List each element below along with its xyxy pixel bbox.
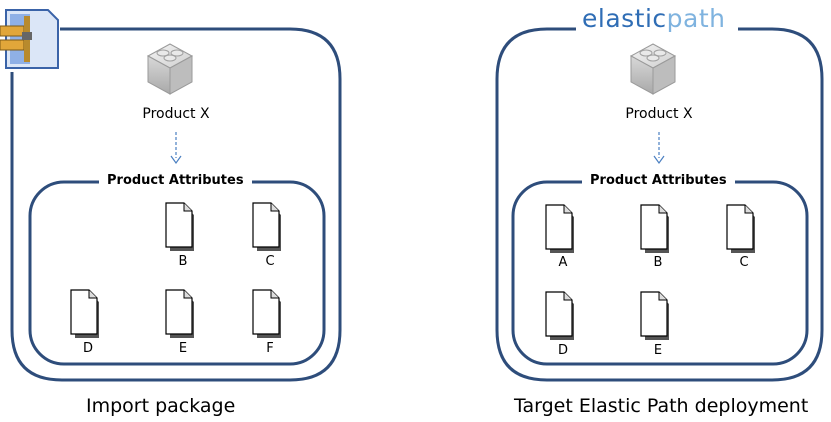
right-outer-container [495,27,824,382]
left-doc-icon-b [165,202,195,252]
right-doc-icon-b [640,204,670,254]
left-doc-icon-f [252,289,282,339]
right-doc-icon-a [545,204,575,254]
left-doc-label-e: E [178,341,188,356]
right-doc-icon-d [545,291,575,341]
package-zip-icon [0,9,59,69]
left-doc-icon-d [70,289,100,339]
right-caption: Target Elastic Path deployment [514,395,809,417]
right-product-cube-icon [630,43,676,95]
left-caption: Import package [86,395,236,417]
elastic-path-logo: elasticpath [576,4,732,33]
right-dashed-arrow [653,132,665,165]
right-doc-label-d: D [557,343,568,358]
left-doc-icon-e [165,289,195,339]
left-doc-label-f: F [266,341,274,356]
left-doc-label-b: B [178,254,188,269]
right-attributes-title: Product Attributes [582,173,735,188]
left-doc-icon-c [252,202,282,252]
right-doc-icon-c [726,204,756,254]
left-dashed-arrow [170,132,182,165]
logo-part-path: path [666,4,726,33]
right-product-label: Product X [625,106,693,122]
right-doc-label-a: A [558,255,568,270]
logo-part-elastic: elastic [582,4,667,33]
left-attributes-title: Product Attributes [99,173,252,188]
left-product-label: Product X [142,106,210,122]
right-doc-icon-e [640,291,670,341]
right-doc-label-e: E [653,343,663,358]
left-doc-label-c: C [265,254,275,269]
left-outer-container [10,27,342,382]
right-doc-label-c: C [739,255,749,270]
left-product-cube-icon [147,43,193,95]
left-doc-label-d: D [82,341,93,356]
right-doc-label-b: B [653,255,663,270]
